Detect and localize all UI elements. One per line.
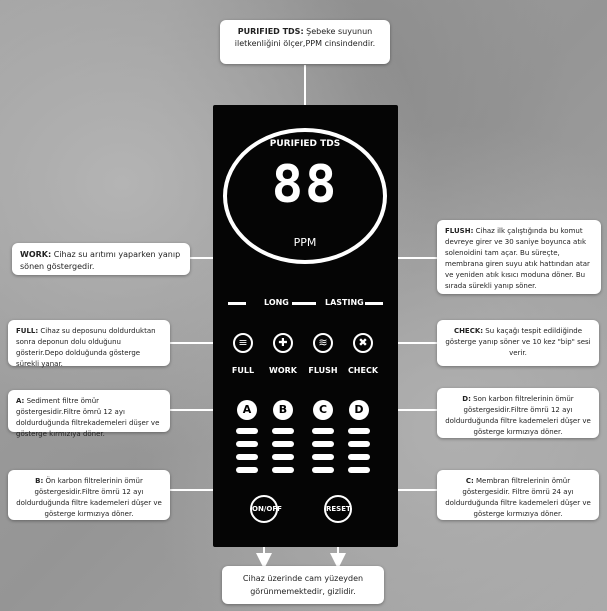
- filter-c-note-text: Membran filtrelerinin ömür göstergesidir…: [445, 477, 591, 518]
- filter-a-level-bar: [236, 454, 258, 460]
- flush-note: FLUSH: Cihaz ilk çalıştığında bu komut d…: [437, 220, 601, 294]
- reset-button[interactable]: RESET: [324, 495, 352, 523]
- tds-note-text: Şebeke suyunun iletkenliğini ölçer,PPM c…: [234, 27, 376, 48]
- filter-a-level-bar: [236, 441, 258, 447]
- flush-note-text: Cihaz ilk çalıştığında bu komut devreye …: [445, 227, 590, 290]
- work-label: WORK: [269, 366, 297, 375]
- full-label: FULL: [231, 366, 255, 375]
- filter-c-indicator: C: [313, 400, 333, 420]
- work-note-text: Cihaz su arıtımı yaparken yanıp sönen gö…: [20, 250, 181, 271]
- check-label: CHECK: [347, 366, 379, 375]
- filter-a-note: A: Sediment filtre ömür göstergesidir.Fi…: [8, 390, 170, 438]
- work-note: WORK: Cihaz su arıtımı yaparken yanıp sö…: [12, 243, 190, 275]
- flush-icon: ≋: [313, 333, 333, 353]
- filter-a-note-text: Sediment filtre ömür göstergesidir.Filtr…: [16, 397, 160, 438]
- purified-tds-label: PURIFIED TDS: [269, 139, 341, 149]
- filter-c-level-bar: [312, 454, 334, 460]
- filter-d-level-bar: [348, 454, 370, 460]
- filter-c-note-title: C:: [465, 477, 474, 485]
- filter-a-level-bar: [236, 428, 258, 434]
- work-icon: ✚: [273, 333, 293, 353]
- filter-a-indicator: A: [237, 400, 257, 420]
- lasting-label: LASTING: [325, 298, 364, 307]
- hidden-glass-note: Cihaz üzerinde cam yüzeyden görünmemekte…: [222, 566, 384, 604]
- full-icon: ≡: [233, 333, 253, 353]
- filter-a-note-title: A:: [16, 397, 25, 405]
- full-note-text: Cihaz su deposunu doldurduktan sonra dep…: [16, 327, 156, 368]
- check-note-title: CHECK:: [453, 327, 484, 335]
- filter-c-level-bar: [312, 428, 334, 434]
- filter-b-note-title: B:: [35, 477, 44, 485]
- filter-b-level-bar: [272, 428, 294, 434]
- filter-c-level-bar: [312, 441, 334, 447]
- filter-d-note-title: D:: [462, 395, 471, 403]
- lasting-dash-right: [365, 302, 383, 305]
- filter-b-level-bar: [272, 467, 294, 473]
- filter-b-indicator: B: [273, 400, 293, 420]
- filter-c-note: C: Membran filtrelerinin ömür göstergesi…: [437, 470, 599, 520]
- flush-note-title: FLUSH:: [445, 227, 474, 235]
- long-label: LONG: [264, 298, 289, 307]
- long-dash-left: [228, 302, 246, 305]
- filter-d-indicator: D: [349, 400, 369, 420]
- tds-digits: 88: [271, 155, 339, 215]
- work-note-title: WORK:: [20, 250, 52, 259]
- filter-b-level-bar: [272, 454, 294, 460]
- tds-note: PURIFIED TDS: Şebeke suyunun iletkenliği…: [220, 20, 390, 64]
- filter-d-note: D: Son karbon filtrelerinin ömür gösterg…: [437, 388, 599, 438]
- filter-d-level-bar: [348, 441, 370, 447]
- check-note: CHECK: Su kaçağı tespit edildiğinde göst…: [437, 320, 599, 366]
- filter-b-level-bar: [272, 441, 294, 447]
- flush-label: FLUSH: [308, 366, 338, 375]
- filter-d-level-bar: [348, 467, 370, 473]
- tds-display-ring: [223, 128, 387, 264]
- tds-note-title: PURIFIED TDS:: [237, 27, 304, 36]
- check-icon: ✖: [353, 333, 373, 353]
- filter-d-level-bar: [348, 428, 370, 434]
- center-dash: [292, 302, 316, 305]
- filter-a-level-bar: [236, 467, 258, 473]
- filter-d-note-text: Son karbon filtrelerinin ömür göstergesi…: [445, 395, 591, 436]
- filter-c-level-bar: [312, 467, 334, 473]
- ppm-unit: PPM: [293, 236, 317, 249]
- onoff-button[interactable]: ON/OFF: [250, 495, 282, 523]
- check-note-text: Su kaçağı tespit edildiğinde gösterge ya…: [445, 327, 591, 357]
- filter-b-note: B: Ön karbon filtrelerinin ömür gösterge…: [8, 470, 170, 520]
- full-note-title: FULL:: [16, 327, 39, 335]
- full-note: FULL: Cihaz su deposunu doldurduktan son…: [8, 320, 170, 368]
- filter-b-note-text: Ön karbon filtrelerinin ömür göstergesid…: [16, 477, 162, 518]
